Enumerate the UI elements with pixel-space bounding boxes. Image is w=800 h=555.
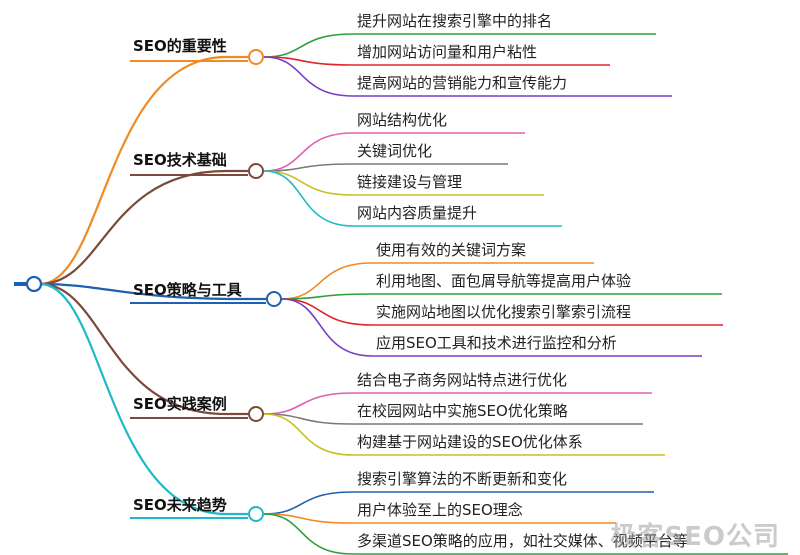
branch-node-circle (248, 49, 264, 65)
leaf-connector (281, 293, 722, 300)
branch-label: SEO技术基础 (133, 151, 227, 169)
branch-connector (39, 282, 266, 301)
leaf-connector (263, 56, 610, 66)
leaf-label: 构建基于网站建设的SEO优化体系 (357, 433, 583, 451)
watermark-text: 极客SEO公司 (610, 522, 780, 552)
leaf-label: 使用有效的关键词方案 (376, 241, 526, 259)
branch-node-circle (248, 163, 264, 179)
leaf-label: 实施网站地图以优化搜索引擎索引流程 (376, 303, 631, 321)
root-node-circle (25, 275, 43, 293)
branch-connector (39, 169, 248, 286)
leaf-label: 增加网站访问量和用户粘性 (357, 43, 537, 61)
leaf-label: 结合电子商务网站特点进行优化 (357, 371, 567, 389)
leaf-label: 网站内容质量提升 (357, 204, 477, 222)
leaf-label: 网站结构优化 (357, 111, 447, 129)
leaf-connector (263, 163, 508, 172)
branch-node-circle (266, 291, 282, 307)
leaf-connector (263, 513, 616, 524)
branch-label: SEO实践案例 (133, 395, 227, 413)
leaf-label: 关键词优化 (357, 142, 432, 160)
leaf-connector (281, 298, 723, 326)
leaf-label: 提高网站的营销能力和宣传能力 (357, 74, 567, 92)
branch-connector (39, 55, 248, 286)
branch-label: SEO未来趋势 (133, 496, 227, 514)
branch-label: SEO的重要性 (133, 37, 227, 55)
leaf-label: 用户体验至上的SEO理念 (357, 501, 523, 519)
leaf-connector (281, 262, 594, 300)
leaf-connector (263, 56, 672, 97)
leaf-connector (263, 392, 652, 415)
branch-connector (39, 282, 248, 516)
leaf-label: 多渠道SEO策略的应用，如社交媒体、视频平台等 (357, 532, 688, 550)
leaf-label: 提升网站在搜索引擎中的排名 (357, 12, 552, 30)
leaf-connector (263, 170, 562, 227)
branch-node-circle (248, 406, 264, 422)
branch-connector (39, 282, 248, 416)
leaf-connector (281, 298, 702, 357)
leaf-connector (263, 170, 544, 196)
leaf-connector (263, 413, 643, 425)
leaf-connector (263, 513, 788, 555)
branch-node-circle (248, 506, 264, 522)
connector-lines (14, 33, 788, 555)
leaf-connector (263, 413, 665, 456)
leaf-label: 在校园网站中实施SEO优化策略 (357, 402, 568, 420)
leaf-label: 搜索引擎算法的不断更新和变化 (357, 470, 567, 488)
leaf-label: 链接建设与管理 (357, 173, 462, 191)
leaf-connector (263, 33, 656, 58)
branch-label: SEO策略与工具 (133, 281, 242, 299)
leaf-label: 利用地图、面包屑导航等提高用户体验 (376, 272, 631, 290)
leaf-connector (263, 132, 525, 172)
leaf-connector (263, 491, 654, 515)
leaf-label: 应用SEO工具和技术进行监控和分析 (376, 334, 617, 352)
